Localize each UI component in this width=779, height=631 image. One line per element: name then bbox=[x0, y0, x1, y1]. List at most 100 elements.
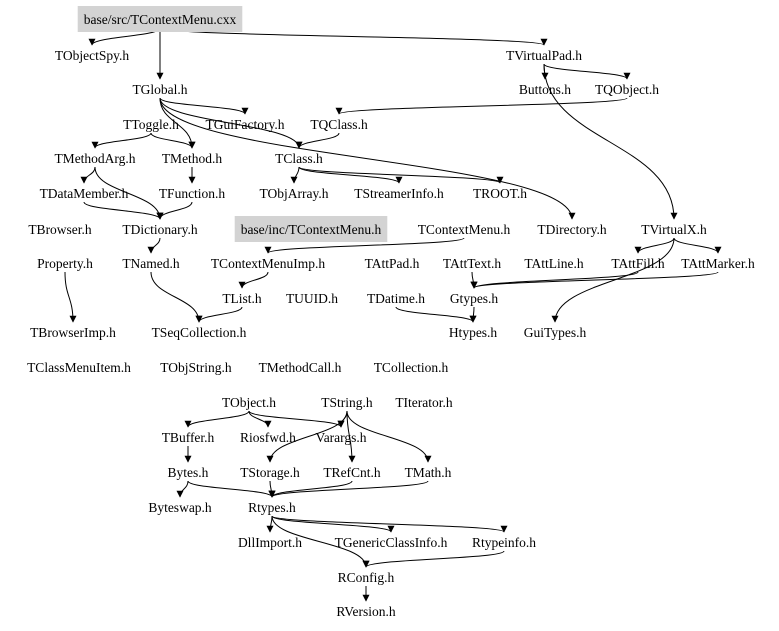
node-label: TClass.h bbox=[275, 151, 323, 166]
graph-node[interactable]: TNamed.h bbox=[122, 256, 180, 271]
node-label: DllImport.h bbox=[238, 535, 302, 550]
graph-node[interactable]: TStreamerInfo.h bbox=[354, 186, 444, 201]
node-label: TClassMenuItem.h bbox=[27, 360, 131, 375]
graph-node[interactable]: Riosfwd.h bbox=[240, 430, 296, 445]
graph-node[interactable]: TString.h bbox=[321, 395, 373, 410]
node-label: TMethodArg.h bbox=[54, 151, 135, 166]
node-label: TUUID.h bbox=[286, 291, 338, 306]
graph-node[interactable]: TObjString.h bbox=[160, 360, 232, 375]
dependency-edge bbox=[543, 63, 678, 220]
graph-node[interactable]: TRefCnt.h bbox=[323, 465, 381, 480]
dependency-edge bbox=[159, 97, 249, 115]
graph-node[interactable]: DllImport.h bbox=[238, 535, 302, 550]
graph-node[interactable]: TClass.h bbox=[275, 151, 323, 166]
dependency-edge bbox=[64, 271, 77, 323]
node-label: TContextMenuImp.h bbox=[211, 256, 326, 271]
graph-node[interactable]: TUUID.h bbox=[286, 291, 338, 306]
graph-node[interactable]: Byteswap.h bbox=[148, 500, 212, 515]
graph-node[interactable]: TBrowser.h bbox=[28, 222, 92, 237]
graph-node[interactable]: TROOT.h bbox=[473, 186, 527, 201]
graph-node[interactable]: TMethod.h bbox=[162, 151, 223, 166]
graph-node[interactable]: TFunction.h bbox=[159, 186, 226, 201]
graph-node[interactable]: TToggle.h bbox=[123, 117, 179, 132]
graph-node[interactable]: Rtypeinfo.h bbox=[472, 535, 536, 550]
graph-node[interactable]: Rtypes.h bbox=[248, 500, 296, 515]
dependency-edge bbox=[266, 410, 348, 463]
node-label: TAttFill.h bbox=[611, 256, 665, 271]
node-label: TIterator.h bbox=[395, 395, 453, 410]
graph-node[interactable]: Property.h bbox=[37, 256, 93, 271]
graph-node[interactable]: TQObject.h bbox=[595, 82, 659, 97]
graph-node[interactable]: GuiTypes.h bbox=[524, 325, 587, 340]
node-label: TContextMenu.h bbox=[418, 222, 511, 237]
node-label: TQClass.h bbox=[310, 117, 368, 132]
dependency-edge bbox=[159, 97, 196, 149]
graph-node[interactable]: TGenericClassInfo.h bbox=[335, 535, 448, 550]
dependency-edge bbox=[290, 166, 300, 184]
graph-node[interactable]: Bytes.h bbox=[168, 465, 209, 480]
graph-node[interactable]: RVersion.h bbox=[336, 604, 396, 619]
node-label: TAttLine.h bbox=[524, 256, 584, 271]
node-label: base/inc/TContextMenu.h bbox=[241, 222, 382, 237]
dependency-edge bbox=[187, 480, 276, 498]
graph-node[interactable]: TDictionary.h bbox=[122, 222, 197, 237]
graph-node[interactable]: TIterator.h bbox=[395, 395, 453, 410]
graph-node[interactable]: TObjArray.h bbox=[260, 186, 329, 201]
graph-node[interactable]: TSeqCollection.h bbox=[152, 325, 247, 340]
dependency-edge bbox=[295, 132, 340, 149]
dependency-edge bbox=[159, 97, 576, 220]
graph-node[interactable]: TDataMember.h bbox=[40, 186, 129, 201]
graph-node[interactable]: base/inc/TContextMenu.h bbox=[234, 216, 388, 242]
node-label: TDataMember.h bbox=[40, 186, 129, 201]
graph-node[interactable]: TMath.h bbox=[405, 465, 452, 480]
graph-node[interactable]: TQClass.h bbox=[310, 117, 368, 132]
graph-node[interactable]: Htypes.h bbox=[449, 325, 498, 340]
graph-node[interactable]: TObjectSpy.h bbox=[55, 48, 129, 63]
graph-node[interactable]: TAttPad.h bbox=[365, 256, 420, 271]
node-label: TSeqCollection.h bbox=[152, 325, 247, 340]
graph-node[interactable]: TAttLine.h bbox=[524, 256, 584, 271]
graph-node[interactable]: TList.h bbox=[222, 291, 262, 306]
graph-node[interactable]: TDatime.h bbox=[367, 291, 425, 306]
graph-node[interactable]: TObject.h bbox=[222, 395, 276, 410]
node-label: TStreamerInfo.h bbox=[354, 186, 444, 201]
graph-node[interactable]: TGuiFactory.h bbox=[206, 117, 285, 132]
graph-node[interactable]: TDirectory.h bbox=[537, 222, 606, 237]
graph-node[interactable]: TAttText.h bbox=[443, 256, 502, 271]
dependency-edge bbox=[147, 237, 161, 254]
graph-node[interactable]: TAttMarker.h bbox=[681, 256, 755, 271]
graph-node[interactable]: TBuffer.h bbox=[162, 430, 215, 445]
graph-node[interactable]: TCollection.h bbox=[374, 360, 449, 375]
graph-node[interactable]: TVirtualX.h bbox=[641, 222, 707, 237]
dependency-edge bbox=[195, 306, 243, 323]
graph-node[interactable]: TMethodCall.h bbox=[259, 360, 342, 375]
graph-node[interactable]: TClassMenuItem.h bbox=[27, 360, 131, 375]
graph-node[interactable]: TVirtualPad.h bbox=[506, 48, 582, 63]
graph-node[interactable]: TBrowserImp.h bbox=[30, 325, 116, 340]
dependency-edge bbox=[266, 515, 274, 533]
graph-node[interactable]: RConfig.h bbox=[338, 570, 395, 585]
node-label: TBrowserImp.h bbox=[30, 325, 116, 340]
node-label: TGuiFactory.h bbox=[206, 117, 285, 132]
dependency-edge bbox=[83, 201, 164, 220]
graph-node[interactable]: TAttFill.h bbox=[611, 256, 665, 271]
graph-node[interactable]: TGlobal.h bbox=[132, 82, 187, 97]
dependency-edge bbox=[176, 480, 189, 498]
graph-node[interactable]: Varargs.h bbox=[315, 430, 366, 445]
node-label: Gtypes.h bbox=[450, 291, 499, 306]
graph-node[interactable]: TStorage.h bbox=[240, 465, 300, 480]
node-label: TMethodCall.h bbox=[259, 360, 342, 375]
dependency-edge bbox=[362, 550, 505, 568]
dependency-edge bbox=[238, 271, 269, 289]
graph-node[interactable]: Gtypes.h bbox=[450, 291, 499, 306]
graph-node[interactable]: TMethodArg.h bbox=[54, 151, 135, 166]
graph-node[interactable]: base/src/TContextMenu.cxx bbox=[77, 6, 243, 32]
graph-node[interactable]: Buttons.h bbox=[519, 82, 571, 97]
graph-node[interactable]: TContextMenu.h bbox=[418, 222, 511, 237]
dependency-edge bbox=[264, 237, 465, 254]
dependency-edge bbox=[94, 166, 164, 220]
dependency-edge bbox=[470, 271, 719, 289]
graph-node[interactable]: TContextMenuImp.h bbox=[211, 256, 326, 271]
